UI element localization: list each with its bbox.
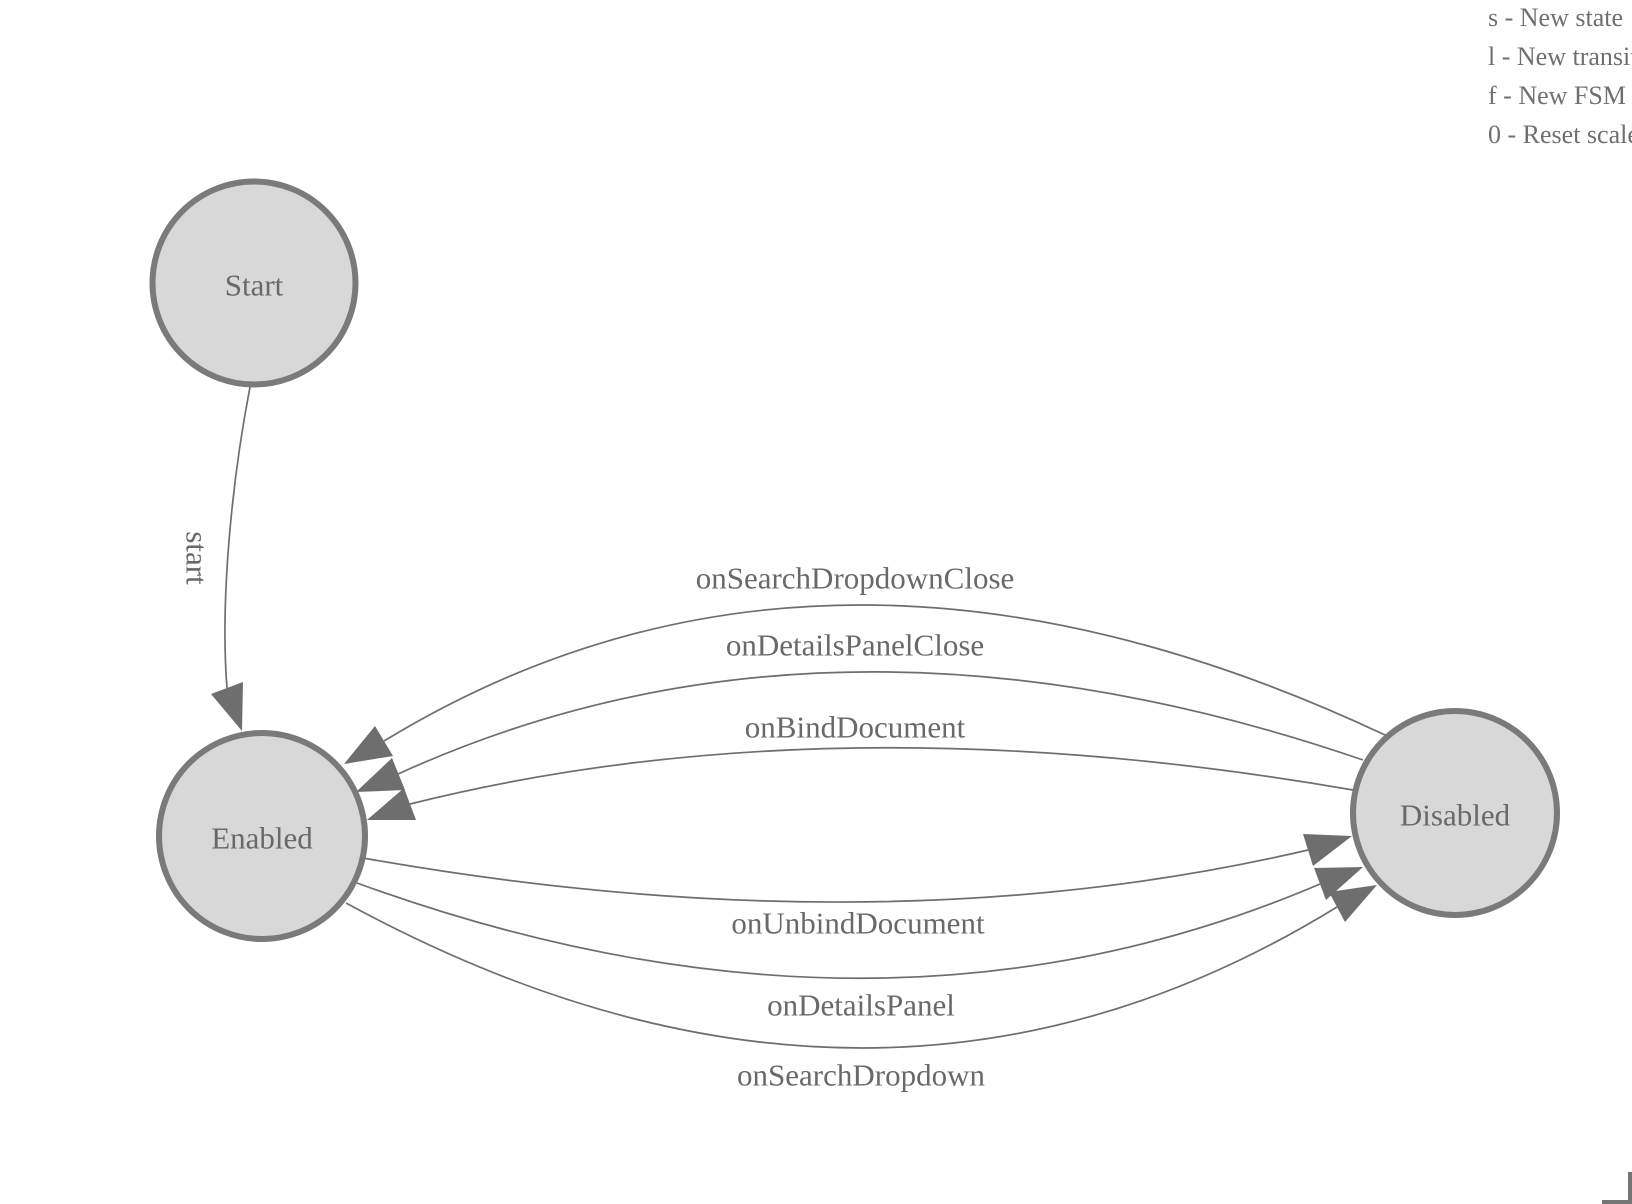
edge-ondetailspanelclose (397, 671, 1364, 775)
arrowhead-ondetailspanelclose (356, 758, 405, 792)
state-label-enabled: Enabled (211, 821, 313, 856)
legend-item-new-state: s - New state (1488, 3, 1624, 32)
arrowhead-onbinddocument (367, 788, 416, 820)
edge-ondetailspanel (356, 882, 1321, 980)
state-label-disabled: Disabled (1400, 798, 1511, 833)
state-circle-enabled[interactable] (156, 730, 368, 942)
state-node-enabled[interactable]: Enabled (156, 730, 368, 942)
edge-start (224, 386, 251, 689)
arrowhead-onsearchdropdown (1329, 885, 1377, 922)
state-circle-start[interactable] (149, 178, 359, 388)
edge-label-start: start (180, 531, 215, 585)
edge-label-onsearchdropdownclose: onSearchDropdownClose (696, 561, 1015, 596)
edge-onbinddocument (409, 746, 1354, 805)
edge-label-ondetailspanelclose: onDetailsPanelClose (726, 628, 984, 663)
corner-horizontal-bar (1602, 1200, 1632, 1204)
edge-onsearchdropdown (345, 902, 1338, 1049)
edge-label-onunbinddocument: onUnbindDocument (731, 906, 985, 941)
arrowhead-onsearchdropdownclose (344, 726, 393, 764)
arrowhead-start (211, 682, 243, 731)
arrowhead-ondetailspanel (1314, 867, 1363, 900)
state-node-disabled[interactable]: Disabled (1350, 708, 1560, 918)
legend-item-new-transition: l - New transition (1488, 42, 1632, 71)
corner-vertical-bar (1628, 1172, 1632, 1204)
arrowhead-onunbinddocument (1303, 834, 1352, 866)
state-node-start[interactable]: Start (149, 178, 359, 388)
edge-onunbinddocument (362, 849, 1309, 903)
legend-item-reset-scale: 0 - Reset scale (1488, 120, 1632, 149)
edge-label-onbinddocument: onBindDocument (745, 710, 966, 745)
state-label-start: Start (225, 268, 284, 303)
transition-labels: start onSearchDropdownClose onDetailsPan… (180, 531, 1015, 1092)
edge-label-ondetailspanel: onDetailsPanel (767, 988, 955, 1023)
edge-onsearchdropdownclose (383, 604, 1386, 742)
shortcut-legend: s - New state l - New transition f - New… (1488, 0, 1632, 154)
legend-item-new-fsm: f - New FSM (1488, 81, 1626, 110)
edge-label-onsearchdropdown: onSearchDropdown (737, 1058, 985, 1093)
transition-edges (211, 386, 1386, 1049)
state-circle-disabled[interactable] (1350, 708, 1560, 918)
